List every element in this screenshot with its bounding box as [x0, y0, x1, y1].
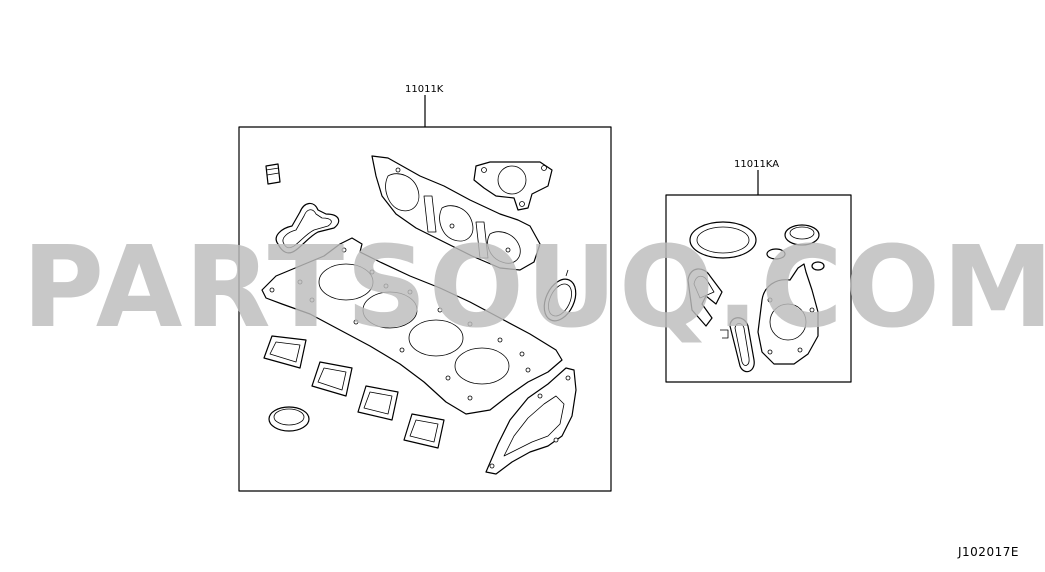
water-pump-gasket	[757, 263, 819, 365]
oval-seal-large	[689, 221, 757, 259]
cylinder-head-gasket	[261, 237, 563, 415]
valve-stem-seal	[265, 163, 281, 185]
watermark-text: PARTSOUQ.COM	[22, 223, 1045, 353]
hose-seal	[687, 268, 729, 339]
front-cover-gasket	[485, 367, 577, 475]
o-ring-band	[543, 269, 577, 322]
cam-cover-seal	[275, 202, 340, 254]
o-ring-medium	[784, 224, 820, 246]
manifold-gasket	[371, 155, 541, 271]
figure-code: J102017E	[957, 545, 1019, 559]
port-gasket-3	[357, 385, 399, 421]
kit-11011k-label[interactable]: 11011K	[405, 84, 444, 95]
kit-11011ka-label[interactable]: 11011KA	[734, 159, 779, 170]
port-gasket-4	[403, 413, 445, 449]
o-ring-large	[268, 406, 310, 432]
flange-gasket	[473, 161, 553, 211]
cover-gasket-loop	[729, 317, 755, 373]
port-gasket-1	[263, 335, 307, 369]
o-ring-tiny	[811, 261, 825, 271]
port-gasket-2	[311, 361, 353, 397]
o-ring-small	[766, 248, 786, 260]
